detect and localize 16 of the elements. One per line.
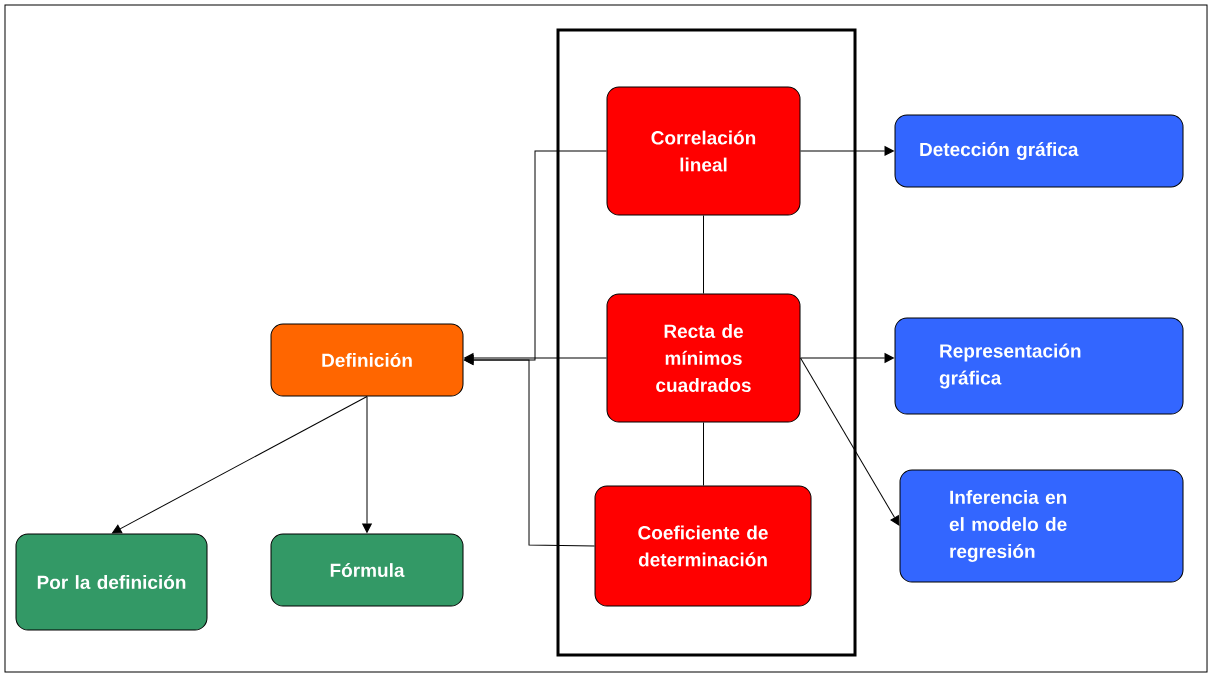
arrow — [464, 355, 595, 547]
arrow — [800, 353, 894, 363]
process-box: Recta de mínimos cuadrados — [606, 293, 801, 423]
process-box: Representación gráfica — [894, 317, 1184, 415]
process-box: Coeficiente de determinación — [594, 485, 812, 607]
process-box: Detección gráfica — [894, 114, 1184, 188]
arrow — [112, 396, 368, 534]
process-box: Definición — [270, 323, 464, 397]
process-box: Inferencia en el modelo de regresión — [899, 469, 1184, 583]
arrow — [800, 146, 894, 156]
frame-box — [556, 28, 857, 657]
arrow — [362, 396, 372, 533]
process-box: Correlación lineal — [606, 86, 801, 216]
process-box: Fórmula — [270, 533, 464, 607]
arrow — [800, 357, 900, 526]
process-box: Por la definición — [15, 533, 208, 631]
